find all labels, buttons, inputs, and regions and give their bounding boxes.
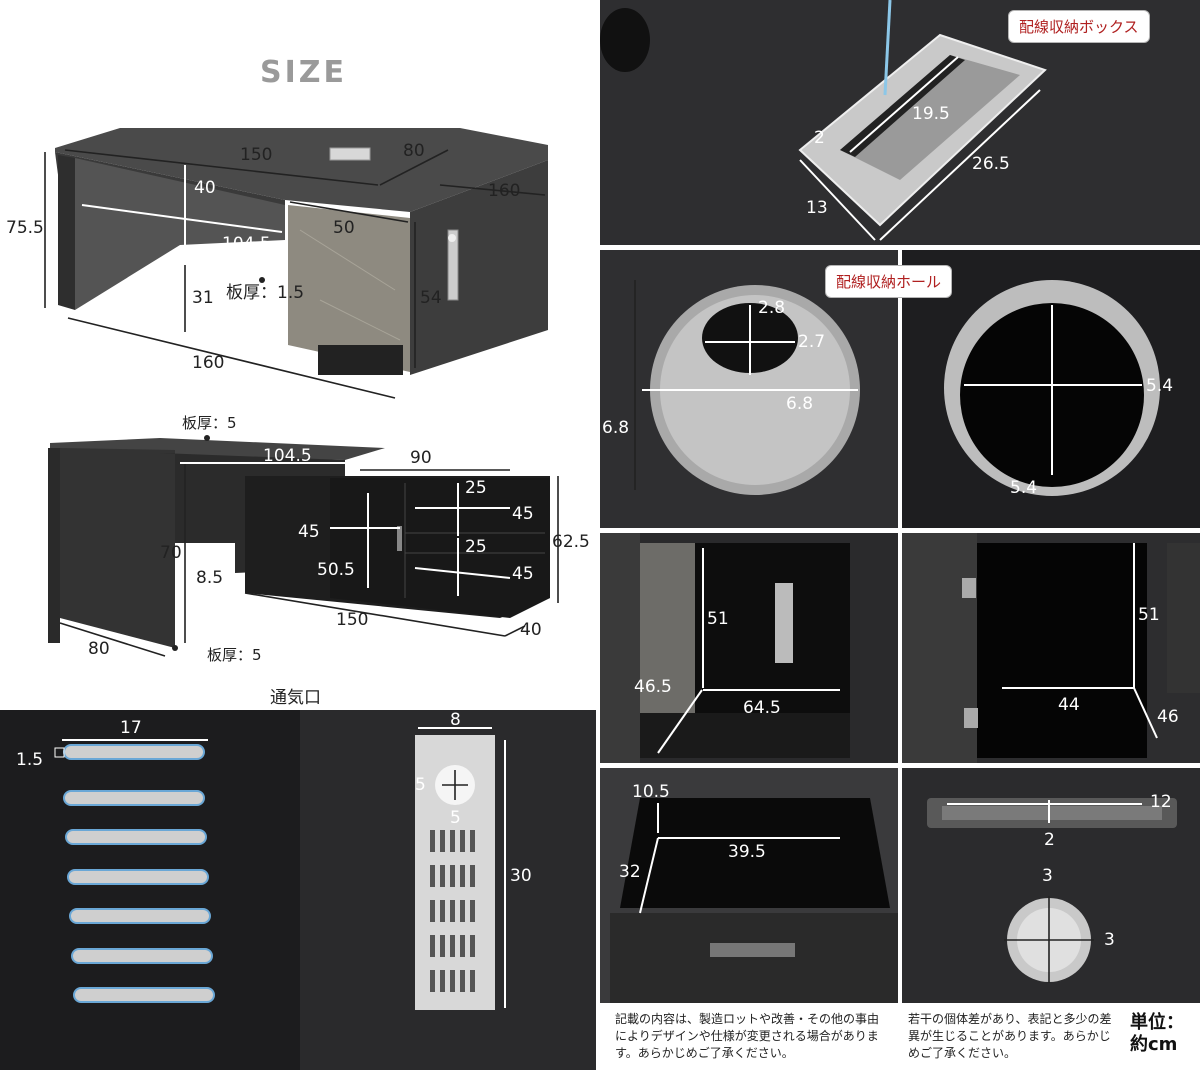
dim-desk-depth: 80 — [88, 639, 110, 659]
lock-height: 3 — [1042, 866, 1053, 886]
dim-top-gap: 40 — [194, 178, 216, 198]
dim-leg-height-back: 70 — [160, 543, 182, 563]
dim-board-thickness-top: 板厚：5 — [182, 414, 237, 432]
vent-plate-width: 8 — [450, 710, 461, 730]
cable-hole-cap-width: 2.7 — [798, 332, 826, 352]
vent-slots-photo: 17 1.5 — [0, 710, 300, 1070]
drawer-front-gap: 10.5 — [632, 782, 670, 802]
dim-cabinet-length: 150 — [336, 610, 369, 630]
cabinet-left-photo: 51 46.5 64.5 — [600, 533, 898, 763]
vent-slot-length: 17 — [120, 718, 142, 738]
cabinet-right-height: 51 — [1138, 605, 1160, 625]
cable-box-illustration — [600, 0, 1047, 241]
cabinet-left-width: 64.5 — [743, 698, 781, 718]
dim-cabinet-depth: 40 — [520, 620, 542, 640]
dim-top-width: 150 — [240, 145, 273, 165]
back-view-illustration — [48, 435, 559, 657]
cable-hole-outer-width: 6.8 — [786, 394, 814, 414]
dim-side-depth: 160 — [488, 181, 521, 201]
dim-kick: 8.5 — [196, 568, 224, 588]
cable-hole-outer-height: 6.8 — [602, 418, 630, 438]
vent-hole-height: 5 — [450, 808, 461, 828]
vent-plate-photo: 8 5 5 30 — [300, 710, 596, 1070]
dim-bottom-width: 160 — [192, 353, 225, 373]
cable-box-photo: 配線収納ボックス 2 19.5 26.5 13 — [600, 0, 1200, 245]
dim-cabinet-height: 54 — [420, 288, 442, 308]
vent-plate-height: 30 — [510, 866, 532, 886]
unit-label: 単位：約cm — [1130, 1012, 1184, 1055]
vent-slot-height: 1.5 — [16, 750, 44, 770]
back-view-panel: 板厚：5 104.5 90 25 45 45 25 62.5 70 50.5 4… — [0, 408, 596, 698]
cabinet-left-depth: 46.5 — [634, 677, 672, 697]
cable-box-length: 26.5 — [972, 154, 1010, 174]
dim-total-height: 62.5 — [552, 532, 590, 552]
lock-width: 3 — [1104, 930, 1115, 950]
cable-hole-open-photo: 5.4 5.4 — [902, 250, 1200, 528]
cable-hole-inner-height: 5.4 — [1010, 478, 1038, 498]
handle-length: 12 — [1150, 792, 1172, 812]
dim-drawer-upper-width: 45 — [512, 504, 534, 524]
cable-hole-inner-width: 5.4 — [1146, 376, 1174, 396]
handle-lock-illustration — [927, 798, 1177, 983]
vent-caption: 通気口 — [270, 688, 321, 708]
dim-back-cabinet-width: 90 — [410, 448, 432, 468]
dim-door-height: 50.5 — [317, 560, 355, 580]
cable-hole-open-illustration — [944, 280, 1160, 496]
dim-drawer-lower-width: 45 — [512, 564, 534, 584]
drawer-photo: 10.5 39.5 32 — [600, 768, 898, 1003]
cable-box-width: 13 — [806, 198, 828, 218]
drawer-depth: 32 — [619, 862, 641, 882]
dim-drawer-lower: 25 — [465, 537, 487, 557]
cabinet-left-illustration — [600, 533, 850, 763]
cable-hole-cap-height: 2.8 — [758, 298, 786, 318]
drawer-inner-width: 39.5 — [728, 842, 766, 862]
dim-front-span: 50 — [333, 218, 355, 238]
cabinet-right-illustration — [902, 533, 1200, 763]
vent-plate-illustration — [415, 727, 506, 1010]
dim-door-width: 45 — [298, 522, 320, 542]
desk-illustration — [44, 128, 548, 399]
cabinet-left-height: 51 — [707, 609, 729, 629]
cabinet-right-photo: 51 44 46 — [902, 533, 1200, 763]
cable-box-slot-width: 2 — [814, 128, 825, 148]
cabinet-right-width: 44 — [1058, 695, 1080, 715]
dim-board-thickness: 板厚：1.5 — [226, 283, 305, 303]
handle-lock-photo: 12 2 3 3 — [902, 768, 1200, 1003]
cable-box-slot-length: 19.5 — [912, 104, 950, 124]
dim-height: 75.5 — [6, 218, 44, 238]
size-title: SIZE — [260, 55, 348, 90]
cabinet-right-depth: 46 — [1157, 707, 1179, 727]
drawer-illustration — [600, 768, 898, 1003]
vent-slots-illustration — [54, 739, 215, 1003]
dim-back-inner-width: 104.5 — [263, 446, 312, 466]
vent-hole-width: 5 — [415, 775, 426, 795]
cable-hole-label: 配線収納ホール — [825, 265, 953, 298]
cable-hole-cap-photo: 2.8 2.7 6.8 6.8 — [600, 250, 898, 528]
size-diagram-panel: SIZE 150 80 160 40 75.5 50 104 — [0, 0, 596, 405]
note-right: 若干の個体差があり、表記と多少の差異が生じることがあります。あらかじめご了承くだ… — [900, 1005, 1125, 1065]
handle-height: 2 — [1044, 830, 1055, 850]
cable-box-label: 配線収納ボックス — [1008, 10, 1150, 43]
dim-board-thickness-bottom: 板厚：5 — [207, 646, 262, 664]
note-left: 記載の内容は、製造ロットや改善・その他の事由によりデザインや仕様が変更される場合… — [607, 1005, 892, 1065]
dim-drawer-upper: 25 — [465, 478, 487, 498]
dim-inner-width: 104.5 — [222, 234, 271, 254]
dim-top-depth: 80 — [403, 141, 425, 161]
cable-hole-cap-illustration — [634, 280, 860, 495]
dim-leg-height: 31 — [192, 288, 214, 308]
